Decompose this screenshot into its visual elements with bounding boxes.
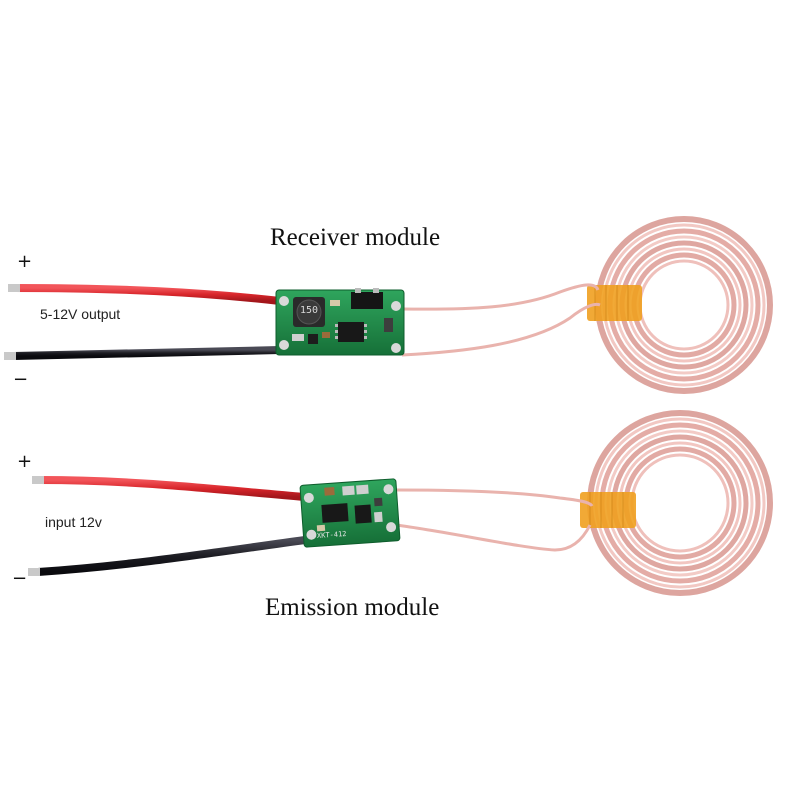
- receiver-title: Receiver module: [270, 224, 441, 251]
- emission-kapton-tape: [580, 492, 636, 528]
- emission-coil-lead-top: [395, 488, 594, 507]
- emission-red-wire: [36, 476, 309, 501]
- receiver-minus-sign: −: [13, 369, 29, 390]
- emission-minus-sign: −: [12, 568, 28, 589]
- receiver-pcb: [275, 288, 405, 356]
- emission-voltage-label: input 12v: [45, 514, 102, 530]
- emission-pcb: [299, 478, 401, 548]
- emission-plus-sign: +: [17, 451, 33, 472]
- receiver-red-wire: [10, 284, 284, 305]
- emission-coil-lead-bottom: [395, 523, 592, 552]
- receiver-voltage-label: 5-12V output: [40, 306, 121, 322]
- emission-title: Emission module: [265, 594, 440, 621]
- receiver-coil-lead-bottom: [401, 302, 601, 357]
- receiver-inductor-marking: 150: [300, 305, 319, 316]
- emission-black-wire: [34, 536, 309, 576]
- receiver-plus-sign: +: [17, 251, 33, 272]
- receiver-coil-lead-top: [401, 283, 600, 311]
- receiver-black-wire: [10, 346, 284, 360]
